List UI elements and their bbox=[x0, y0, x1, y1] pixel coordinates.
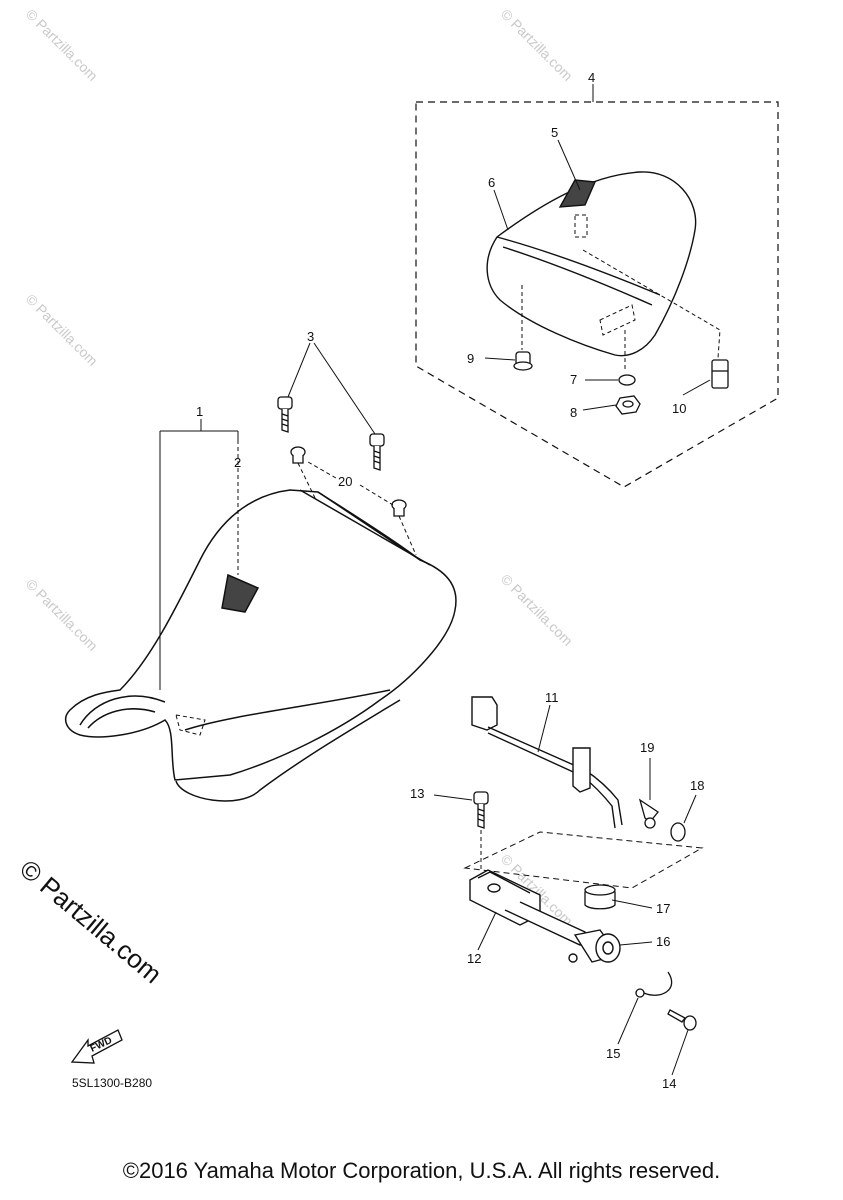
callout-9: 9 bbox=[467, 351, 474, 366]
fwd-arrow-icon bbox=[70, 1029, 123, 1064]
leader-3-left bbox=[287, 342, 311, 398]
leader-6 bbox=[493, 189, 509, 231]
callout-11: 11 bbox=[545, 690, 559, 705]
lock-body-part-12 bbox=[469, 869, 586, 946]
washer-part-18 bbox=[670, 822, 686, 842]
callout-19: 19 bbox=[640, 740, 654, 755]
callout-18: 18 bbox=[690, 778, 704, 793]
watermarks: © Partzilla.com © Partzilla.com © Partzi… bbox=[23, 6, 576, 929]
callout-17: 17 bbox=[656, 901, 670, 916]
callout-20: 20 bbox=[338, 474, 352, 489]
leader-20-left bbox=[307, 461, 337, 479]
leader-5 bbox=[557, 139, 581, 191]
leader-11 bbox=[537, 704, 551, 753]
collar-part-20-left bbox=[290, 446, 306, 464]
leader-9 bbox=[484, 357, 516, 361]
callout-8: 8 bbox=[570, 405, 577, 420]
callout-5: 5 bbox=[551, 125, 558, 140]
leader-17 bbox=[611, 899, 653, 909]
cowl-hidden-lines bbox=[521, 214, 721, 370]
sleeve-part-17 bbox=[584, 884, 616, 910]
copyright-notice: ©2016 Yamaha Motor Corporation, U.S.A. A… bbox=[122, 1158, 721, 1183]
callout-4: 4 bbox=[588, 70, 595, 85]
callout-14: 14 bbox=[662, 1076, 676, 1091]
bolt-part-13 bbox=[473, 791, 489, 829]
cylinder-part-16 bbox=[568, 929, 621, 963]
callout-2: 2 bbox=[234, 455, 241, 470]
bolt-part-3-right bbox=[369, 433, 385, 471]
lock-assembly-dashed bbox=[463, 831, 704, 889]
watermark-1: © Partzilla.com bbox=[23, 6, 101, 84]
callout-1: 1 bbox=[196, 404, 203, 419]
watermark-2: © Partzilla.com bbox=[498, 6, 576, 84]
wire-part-15 bbox=[635, 971, 673, 998]
screw-part-14 bbox=[667, 1009, 697, 1031]
leader-20-right bbox=[359, 484, 394, 506]
leader-15 bbox=[617, 997, 639, 1045]
leader-10 bbox=[682, 379, 711, 396]
leader-1-bracket bbox=[159, 419, 239, 690]
nut-part-8 bbox=[615, 395, 641, 415]
callout-3: 3 bbox=[307, 329, 314, 344]
leader-16 bbox=[619, 941, 653, 946]
seat-part-1 bbox=[64, 489, 457, 802]
diagram-code: 5SL1300-B280 bbox=[72, 1076, 152, 1090]
callout-6: 6 bbox=[488, 175, 495, 190]
watermark-large: © Partzilla.com bbox=[14, 854, 167, 990]
callout-10: 10 bbox=[672, 401, 686, 416]
collar-dashed-paths bbox=[297, 462, 417, 556]
watermark-3: © Partzilla.com bbox=[23, 291, 101, 369]
watermark-5: © Partzilla.com bbox=[23, 576, 101, 654]
rod-part-11 bbox=[471, 696, 623, 829]
leader-18 bbox=[683, 794, 697, 824]
callout-13: 13 bbox=[410, 786, 424, 801]
callout-7: 7 bbox=[570, 372, 577, 387]
leader-14 bbox=[671, 1029, 689, 1076]
leader-12 bbox=[477, 911, 497, 951]
washer-part-7 bbox=[618, 374, 636, 386]
grommet-part-9 bbox=[513, 351, 533, 371]
callout-16: 16 bbox=[656, 934, 670, 949]
clip-part-19 bbox=[638, 798, 659, 829]
seat-cowl-part-6 bbox=[486, 171, 697, 357]
bolt-part-3-left bbox=[277, 396, 293, 433]
callout-12: 12 bbox=[467, 951, 481, 966]
kit-box-outline bbox=[415, 101, 779, 488]
callout-15: 15 bbox=[606, 1046, 620, 1061]
collar-part-20-right bbox=[391, 499, 407, 517]
leader-3-right bbox=[313, 342, 376, 435]
watermark-4: © Partzilla.com bbox=[498, 571, 576, 649]
leader-13 bbox=[433, 794, 473, 801]
leader-8 bbox=[582, 404, 617, 411]
seat-hidden-lines bbox=[175, 440, 239, 736]
damper-part-10 bbox=[711, 359, 729, 389]
